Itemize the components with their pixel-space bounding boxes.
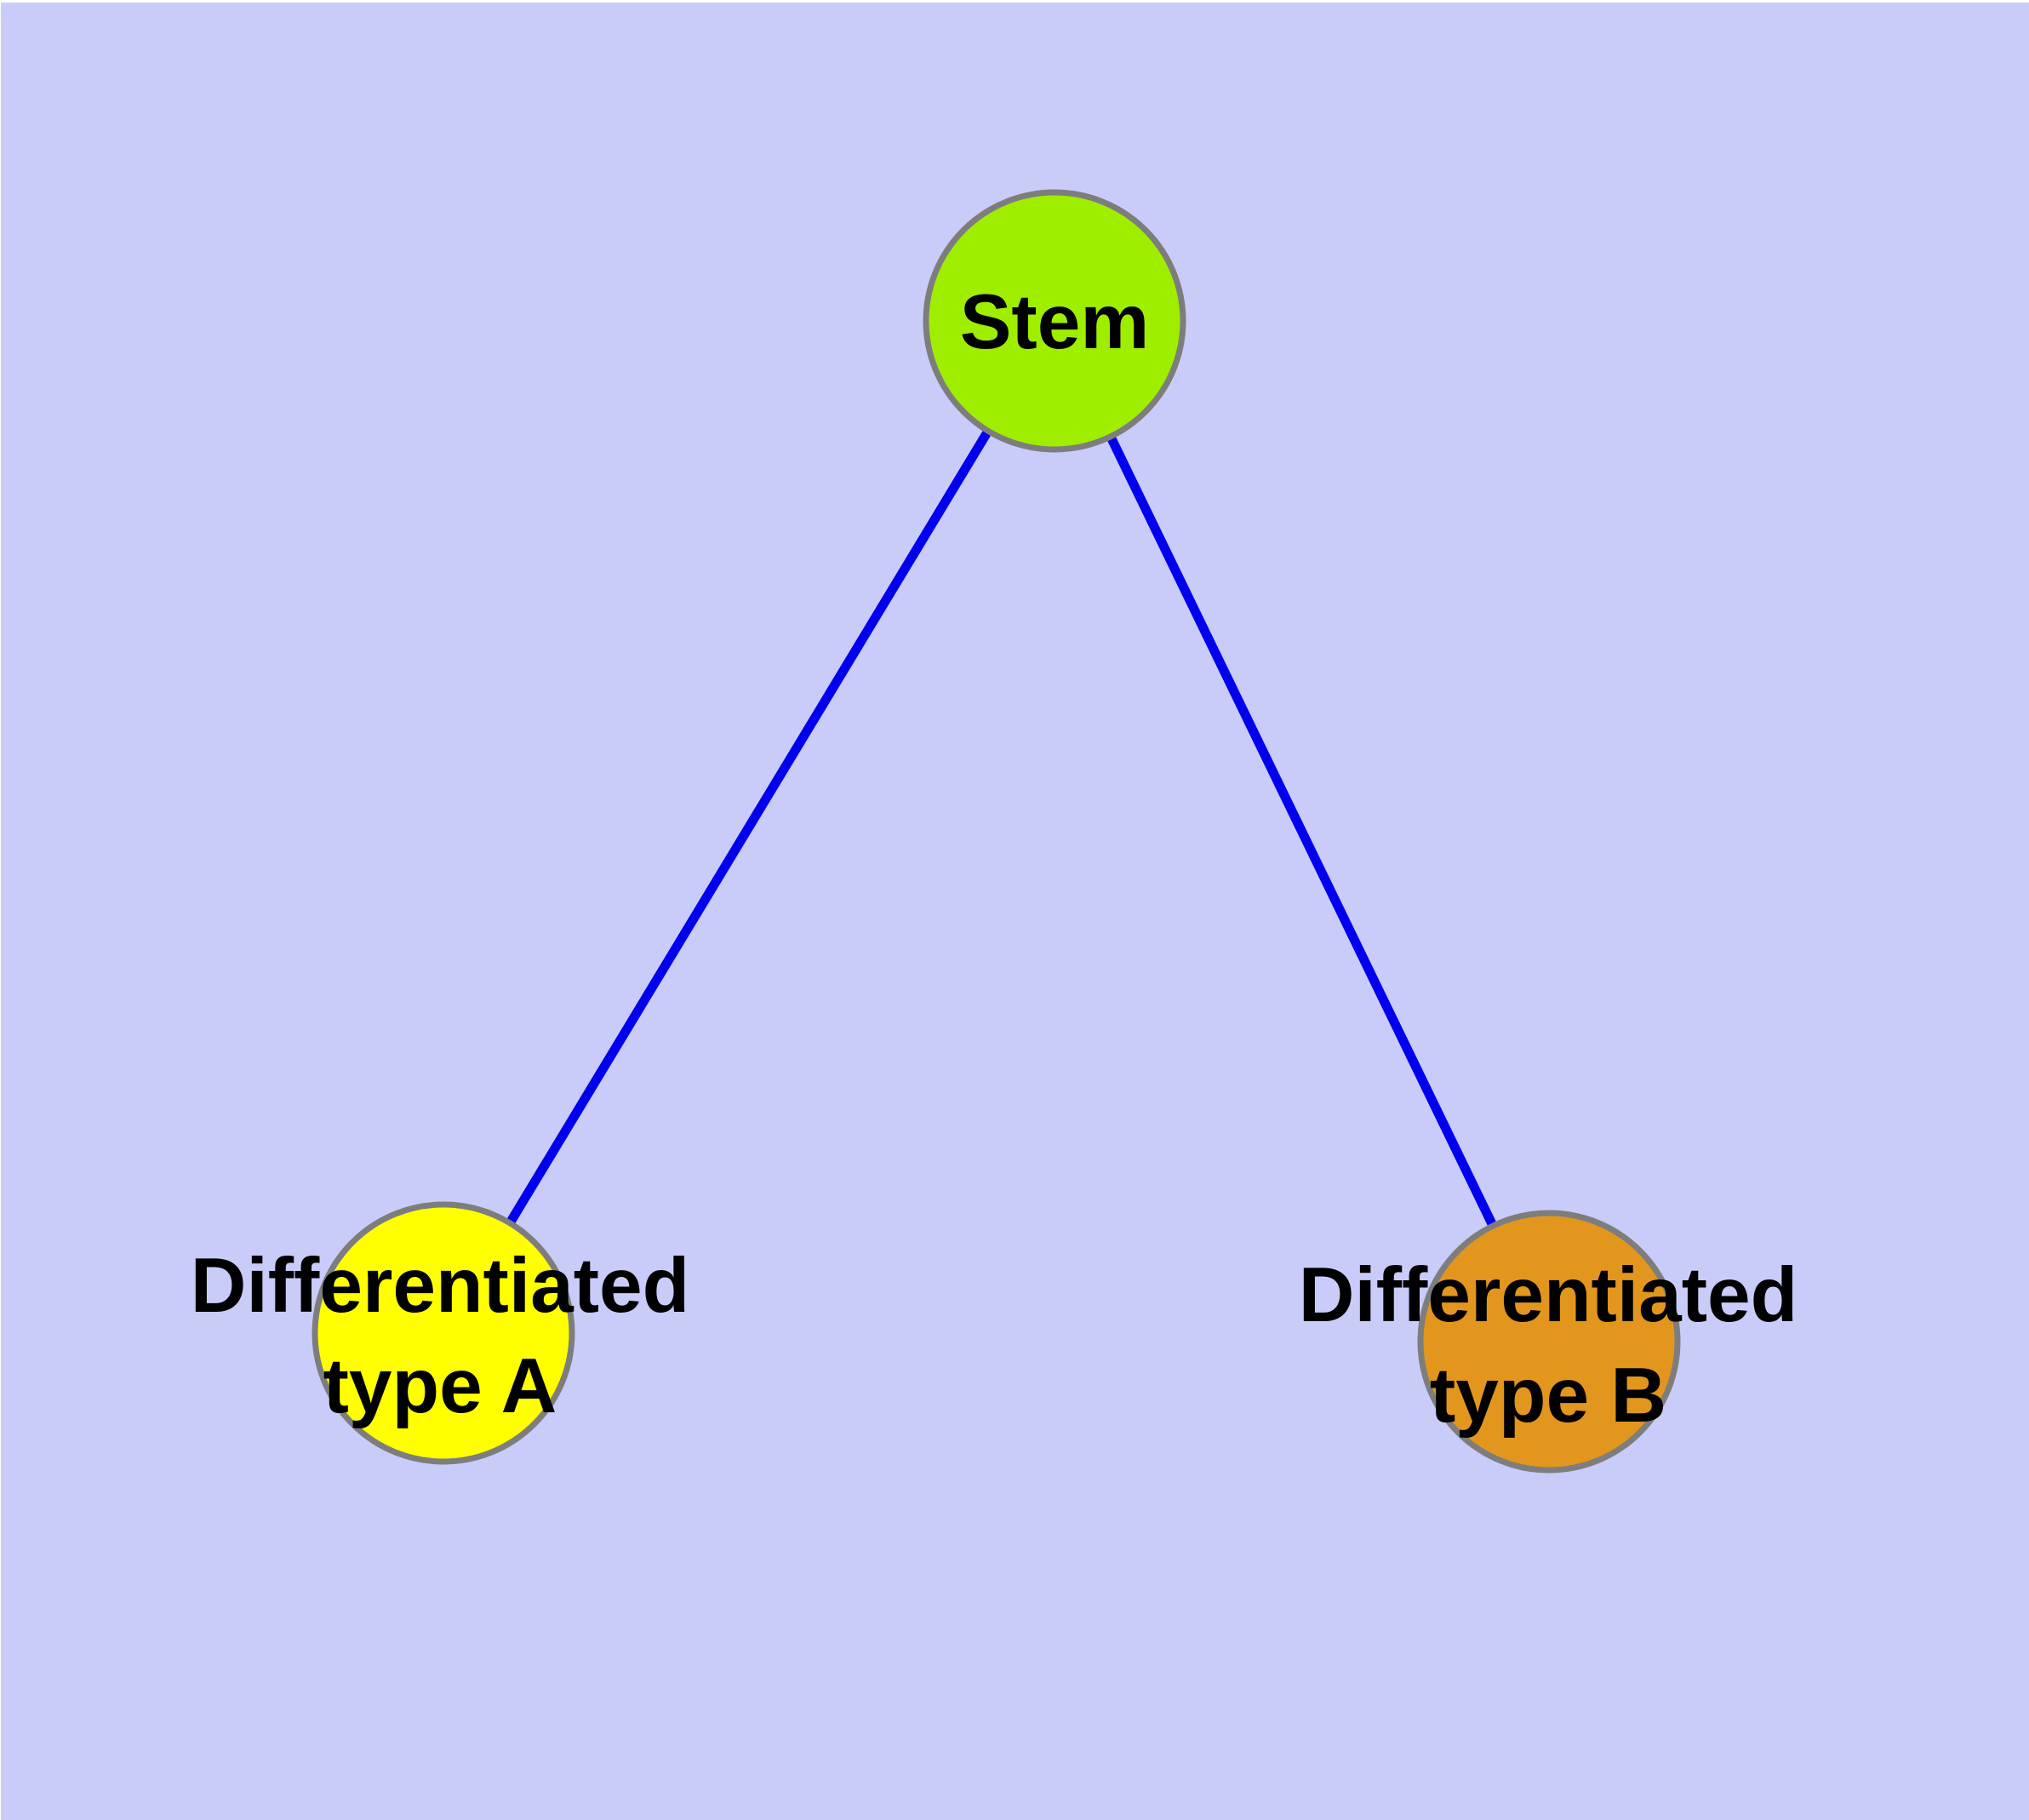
type-a-node-circle	[311, 1201, 575, 1465]
stem-node-label: Stem	[959, 279, 1150, 365]
edge-stem-to-type-b	[1050, 318, 1553, 1344]
type-a-label-line1: Differentiated	[190, 1243, 690, 1329]
graph-svg	[311, 189, 1681, 1474]
type-b-label-line1: Differentiated	[1298, 1252, 1798, 1338]
type-a-label-line2: type A	[323, 1343, 557, 1429]
stem-node-circle	[923, 189, 1186, 453]
diagram-canvas: Stem Differentiated type A Differentiate…	[1, 3, 2029, 1820]
type-b-node-label: Differentiated type B	[1299, 1245, 1798, 1446]
type-a-node-label: Differentiated type A	[191, 1236, 690, 1437]
type-b-label-line2: type B	[1429, 1353, 1667, 1439]
edge-stem-to-type-a	[439, 318, 1059, 1336]
type-b-node-circle	[1417, 1210, 1681, 1474]
